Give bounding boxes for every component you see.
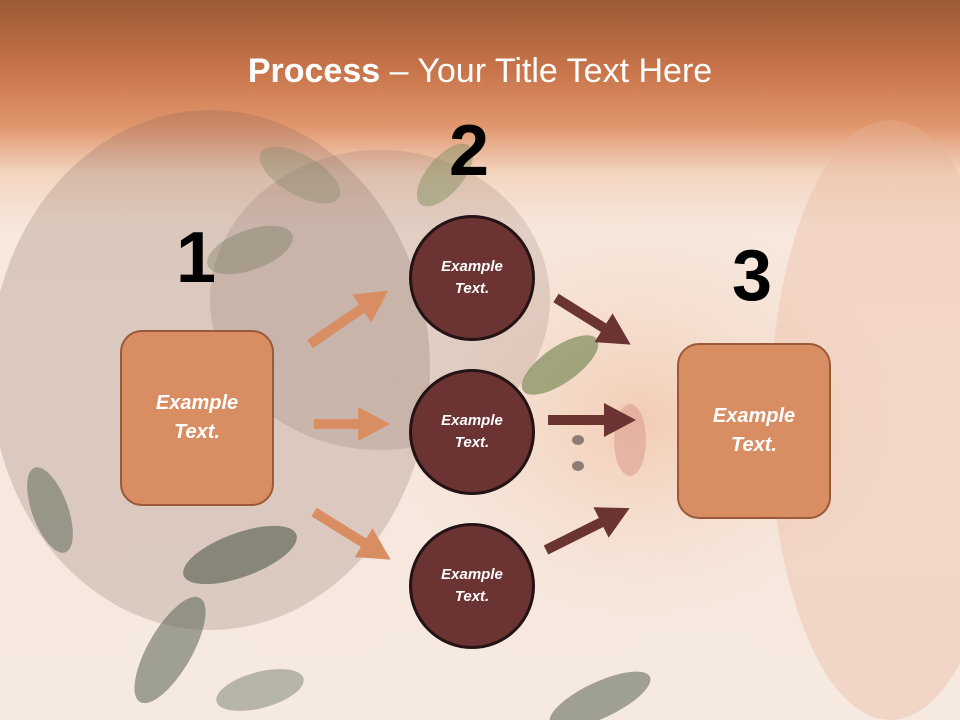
step-3-text: Example Text.	[712, 405, 796, 456]
circle-top-text: Example Text.	[441, 257, 503, 298]
step-3-box: Example Text.	[677, 343, 831, 519]
step-1-box: Example Text.	[120, 330, 274, 506]
step-2-circle-top: Example Text.	[409, 215, 535, 341]
title-bold: Process	[247, 52, 381, 90]
step-1-text: Example Text.	[155, 392, 239, 443]
step-2-circle-bottom: Example Text.	[409, 523, 535, 649]
step-number-2: 2	[449, 111, 490, 191]
slide-title: Process – Your Title Text Here	[0, 52, 960, 91]
title-rest: – Your Title Text Here	[380, 52, 713, 90]
step-number-1: 1	[176, 218, 217, 298]
circle-middle-text: Example Text.	[441, 411, 503, 452]
step-number-3: 3	[732, 236, 773, 316]
step-2-circle-middle: Example Text.	[409, 369, 535, 495]
circle-bottom-text: Example Text.	[441, 565, 503, 606]
